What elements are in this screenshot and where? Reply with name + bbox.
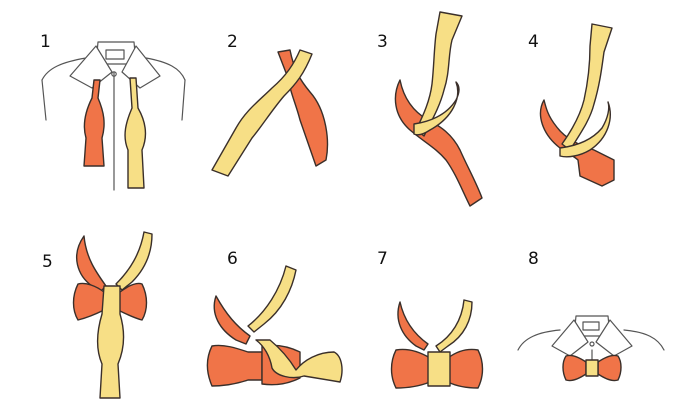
step-2-number: 2 xyxy=(227,32,238,52)
step-5-number: 5 xyxy=(42,252,53,272)
step-1-number: 1 xyxy=(40,32,51,52)
step-5-illustration xyxy=(72,231,153,399)
step-3-number: 3 xyxy=(377,32,388,52)
step-1-illustration xyxy=(41,41,186,191)
step-7-number: 7 xyxy=(377,249,388,269)
step-4-illustration xyxy=(539,23,615,187)
step-2-illustration xyxy=(211,49,329,177)
step-8-number: 8 xyxy=(528,249,539,269)
step-6-number: 6 xyxy=(227,249,238,269)
step-3-illustration xyxy=(394,11,483,207)
step-6-illustration xyxy=(206,265,343,387)
step-7-illustration xyxy=(390,299,484,389)
step-4-number: 4 xyxy=(528,32,539,52)
step-8-illustration xyxy=(517,315,665,382)
